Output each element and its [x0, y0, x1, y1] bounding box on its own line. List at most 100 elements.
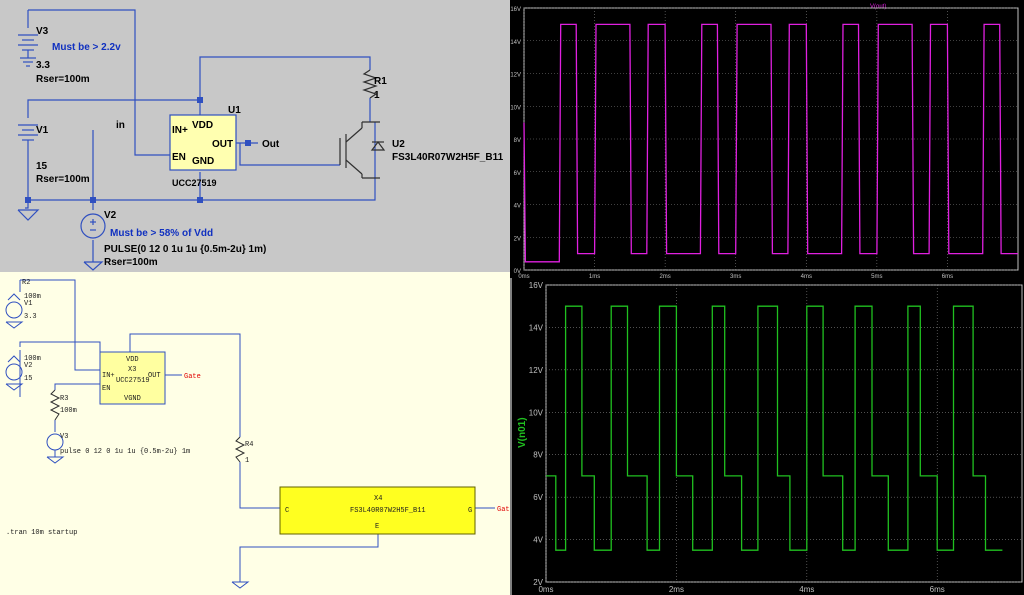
ground-icon [5, 321, 24, 329]
trace-label-vout[interactable]: V(out) [870, 4, 886, 10]
x-tick-label: 0ms [518, 274, 529, 278]
schematic-canvas-bottom[interactable]: R2 100m V1 3.3 100m V2 15 R3 100m V3 pul… [0, 272, 510, 595]
gate-net-label-2: Gate [497, 506, 510, 514]
x3-pin-vdd: VDD [126, 356, 139, 364]
v1-battery-icon[interactable] [18, 124, 38, 160]
ground-icon [5, 383, 24, 391]
r3-resistor-icon[interactable] [49, 389, 61, 421]
x3-driver-ic[interactable] [99, 351, 166, 405]
v2-pulse-source-icon[interactable] [80, 213, 106, 239]
x4-part: FS3L40R07W2H5F_B11 [350, 507, 426, 515]
x-tick-label: 6ms [942, 274, 953, 278]
u1-pin-gnd: GND [192, 156, 214, 167]
r4-resistor-icon[interactable] [234, 436, 246, 463]
x4-label: X4 [374, 495, 382, 503]
v3-rser: Rser=100m [36, 74, 90, 85]
v3-label: V3 [36, 26, 49, 37]
x-tick-label: 5ms [871, 274, 882, 278]
x-tick-label: 2ms [659, 274, 670, 278]
u2-igbt-icon[interactable] [339, 121, 386, 179]
y-tick-label: 10V [529, 408, 544, 417]
gate-net-label: Gate [184, 373, 201, 381]
v3-value: 3.3 [36, 60, 50, 71]
v3-source-icon[interactable] [46, 433, 64, 451]
r1-value: 1 [374, 90, 380, 101]
v2-label: V2 [24, 362, 32, 370]
y-tick-label: 12V [529, 366, 544, 375]
u2-part: FS3L40R07W2H5F_B11 [392, 152, 504, 163]
u1-pin-vdd: VDD [192, 120, 213, 131]
y-tick-label: 8V [514, 138, 521, 144]
v2-rser: Rser=100m [104, 257, 158, 268]
y-tick-label: 2V [514, 236, 521, 242]
r4-label: R4 [245, 441, 253, 449]
u2-label: U2 [392, 139, 405, 150]
v1-value: 15 [36, 161, 48, 172]
v1-value: 3.3 [24, 313, 37, 321]
u1-pin-en: EN [172, 152, 186, 163]
x3-part: UCC27519 [116, 377, 150, 385]
sim-directive[interactable]: .tran 10m startup [6, 529, 77, 537]
v2-note: Must be > 58% of Vdd [110, 228, 213, 239]
y-tick-label: 16V [510, 7, 521, 13]
v2-source-icon[interactable] [5, 363, 23, 381]
u1-label: U1 [228, 105, 241, 116]
r4-value: 1 [245, 457, 249, 465]
x-tick-label: 4ms [801, 274, 812, 278]
u1-part: UCC27519 [172, 178, 217, 188]
x4-igbt-block[interactable] [279, 486, 476, 535]
v1-label: V1 [24, 300, 32, 308]
x-tick-label: 2ms [669, 585, 684, 594]
v1-rser: Rser=100m [36, 174, 90, 185]
x-tick-label: 0ms [538, 585, 553, 594]
r2-label: R2 [22, 279, 30, 287]
ground-icon [231, 581, 250, 589]
y-tick-label: 2V [533, 578, 543, 587]
y-tick-label: 10V [510, 105, 521, 111]
x4-pin-e: E [375, 523, 379, 531]
y-tick-label: 4V [514, 204, 521, 210]
v2-rser: 100m [24, 355, 41, 363]
y-tick-label: 6V [514, 171, 521, 177]
net-in-label: in [116, 120, 125, 131]
schematic-panel-bottom[interactable]: R2 100m V1 3.3 100m V2 15 R3 100m V3 pul… [0, 272, 510, 595]
r1-label: R1 [374, 76, 387, 87]
trace-line [546, 305, 1003, 551]
x3-pin-en: EN [102, 385, 110, 393]
x3-pin-inp: IN+ [102, 372, 115, 380]
y-axis-label: V(n01) [517, 417, 528, 448]
y-tick-label: 6V [533, 493, 543, 502]
v3-label: V3 [60, 433, 68, 441]
r3-value: 100m [60, 407, 77, 415]
ground-icon [17, 209, 104, 271]
v1-source-icon[interactable] [5, 301, 23, 319]
y-tick-label: 8V [533, 451, 543, 460]
ground-icon [46, 456, 65, 464]
y-tick-label: 4V [533, 536, 543, 545]
u1-pin-inp: IN+ [172, 125, 188, 136]
r1-resistor-icon[interactable] [362, 69, 378, 99]
x4-pin-g: G [468, 507, 472, 515]
x-tick-label: 4ms [799, 585, 814, 594]
x-tick-label: 3ms [730, 274, 741, 278]
u1-driver-ic[interactable] [169, 114, 237, 171]
schematic-canvas-top[interactable]: V3 Must be > 2.2v 3.3 Rser=100m V1 15 Rs… [0, 0, 510, 272]
y-tick-label: 12V [510, 73, 521, 79]
y-tick-label: 16V [529, 281, 544, 290]
v1-rser: 100m [24, 293, 41, 301]
schematic-panel-top[interactable]: V3 Must be > 2.2v 3.3 Rser=100m V1 15 Rs… [0, 0, 510, 272]
x3-pin-out: OUT [148, 372, 161, 380]
v3-value: pulse 0 12 0 1u 1u {0.5m-2u} 1m [60, 448, 190, 456]
v3-battery-icon[interactable] [18, 34, 38, 67]
y-tick-label: 14V [529, 323, 544, 332]
r3-label: R3 [60, 395, 68, 403]
v3-note: Must be > 2.2v [52, 42, 121, 53]
v2-value: 15 [24, 375, 32, 383]
v1-label: V1 [36, 125, 49, 136]
x4-pin-c: C [285, 507, 289, 515]
plot-frame [545, 284, 1023, 583]
